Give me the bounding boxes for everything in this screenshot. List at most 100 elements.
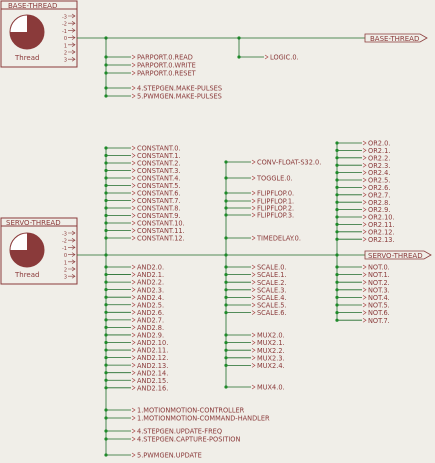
thread-pin-label: 0 [64,36,67,42]
function-pin-icon [131,452,136,458]
thread-pin-label: -1 [62,29,67,35]
function-label: NOT.5. [368,302,390,310]
function-pin-icon [131,355,136,360]
function-pin-icon [362,279,367,285]
function-label: OR2.5. [368,177,390,185]
junction-dot [104,86,108,90]
junction-dot [224,295,228,299]
function-label: SCALE.0. [257,264,287,272]
function-label: CONSTANT.1. [137,152,181,160]
function-label: AND2.7. [137,316,164,324]
function-label: FLIPFLOP.2. [257,205,294,213]
function-label: NOT.2. [368,279,390,287]
function-pin-icon [362,207,367,212]
junction-dot [104,371,108,375]
function-label: CONSTANT.6. [137,190,181,198]
function-pin-icon [362,317,367,323]
function-label: TIMEDELAY.0. [256,235,301,243]
function-label: AND2.6. [137,309,164,317]
function-label: AND2.0. [137,264,164,272]
junction-dot [224,385,228,389]
thread-pin-arrow [68,20,76,26]
wires [77,36,365,457]
function-pin-icon [251,295,256,300]
function-label: AND2.14. [137,369,168,377]
servo-thread-clock-icon [9,232,45,268]
junction-dot [104,94,108,98]
junction-dot [224,176,228,180]
junction-dot [335,141,339,145]
function-label: CONSTANT.12. [137,235,185,243]
function-label: PARPORT.0.WRITE [137,62,196,70]
function-label: NOT.0. [368,264,390,272]
base-thread-output-text: BASE-THREAD [370,35,419,43]
junction-dot [104,325,108,329]
junction-dot [104,333,108,337]
junction-dot [335,148,339,152]
junction-dot [104,378,108,382]
junction-dot [224,199,228,203]
thread-pin-label: 1 [64,260,67,266]
junction-dot [224,303,228,307]
function-pin-icon [362,287,367,293]
thread-pin-label: 3 [64,58,67,64]
function-pin-icon [131,85,136,91]
junction-dot [104,253,108,257]
function-pin-icon [131,325,136,330]
junction-dot [335,178,339,182]
function-label: OR2.0. [368,140,390,148]
junction-dot [104,176,108,180]
junction-dot [104,55,108,59]
function-label: AND2.11. [137,347,168,355]
junction-dot [224,363,228,367]
function-label: CONSTANT.8. [137,205,181,213]
junction-dot [104,183,108,188]
function-pin-icon [251,384,256,390]
junction-dot [335,163,339,167]
thread-pin-label: 2 [64,51,67,57]
junction-dot [104,146,108,150]
junction-dot [104,429,108,433]
function-pin-icon [251,340,256,345]
junction-dot [335,193,339,197]
function-label: FLIPFLOP.1. [257,198,294,206]
junction-dot [224,333,228,337]
junction-dot [224,160,228,164]
junction-dot [335,208,339,212]
function-label: 5.PWMGEN.UPDATE [137,452,202,460]
function-pin-icon [131,145,136,151]
junction-dot [104,161,108,165]
function-pin-icon [362,264,367,270]
function-pin-icon [362,199,367,205]
function-label: CONSTANT.11. [137,227,185,235]
base-thread-output-label[interactable]: BASE-THREAD [364,33,428,43]
junction-dot [224,206,228,210]
function-pin-icon [251,264,256,270]
thread-pin-arrow [68,35,76,40]
function-pin-icon [131,70,136,76]
function-label: AND2.1. [137,271,164,279]
junction-dot [335,273,339,277]
junction-dot [104,416,108,420]
function-pin-icon [362,302,367,308]
thread-pin-label: -2 [62,22,67,28]
function-pin-icon [131,385,136,391]
function-pin-icon [251,190,256,196]
function-pin-icon [362,170,367,175]
function-label: NOT.7. [368,317,390,325]
servo-thread-output-label[interactable]: SERVO-THREAD [364,250,432,260]
junction-dot [224,356,228,360]
junction-dot [224,311,228,315]
junction-dot [104,318,108,322]
function-pin-icon [131,183,136,188]
servo-thread-title: SERVO-THREAD [6,219,61,227]
function-pin-icon [251,159,256,165]
junction-dot [104,221,108,225]
junction-dot [224,265,228,269]
function-label: NOT.3. [368,286,390,294]
function-label: AND2.13. [137,362,168,370]
junction-dot [335,185,339,189]
function-pin-icon [131,317,136,323]
